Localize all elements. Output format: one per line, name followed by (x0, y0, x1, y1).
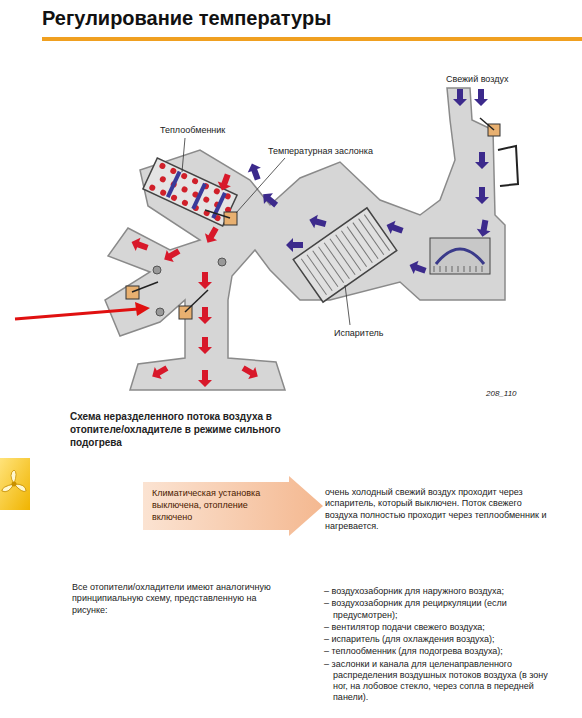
air-flow-arrows (129, 89, 492, 387)
arrow-banner: Климатическая установка выключена, отопл… (143, 476, 323, 536)
pivot (218, 258, 226, 266)
red-pointer (15, 302, 150, 319)
part-label: Свежий воздух (446, 74, 508, 85)
part-label: Испаритель (334, 328, 384, 339)
part-list: – воздухозаборник для наружного воздуха;… (324, 586, 562, 705)
defrost-flap (126, 282, 158, 299)
list-item: – испаритель (для охлаждения воздуха); (324, 634, 562, 645)
list-item: – воздухозаборник для наружного воздуха; (324, 586, 562, 597)
pivot (153, 266, 161, 274)
list-item: – теплообменник (для подогрева воздуха); (324, 646, 562, 657)
heat-exchanger (143, 158, 238, 226)
list-item: – заслонки и канала для целенаправленног… (324, 659, 562, 704)
part-label: Температурная заслонка (268, 146, 373, 157)
list-item: – вентилятор подачи свежего воздуха; (324, 622, 562, 633)
banner-text: Климатическая установка выключена, отопл… (152, 488, 280, 523)
fan-icon (0, 458, 30, 510)
fresh-air-flap (480, 118, 500, 136)
title-rule (42, 37, 582, 41)
pivot (156, 308, 164, 316)
description-text: очень холодный свежий воздух проходит че… (325, 487, 550, 532)
figure-caption: Схема неразделенного потока воздуха в от… (70, 410, 298, 449)
page-title: Регулирование температуры (42, 6, 331, 31)
leader-lines (182, 138, 350, 325)
figure-number: 208_110 (486, 389, 517, 399)
temperature-flap (205, 210, 237, 225)
part-label: Теплообменник (160, 125, 225, 136)
note-text: Все отопители/охладители имеют аналогичн… (72, 582, 277, 616)
list-item: – воздухозаборник для рециркуляции (если… (324, 598, 562, 621)
blower (430, 238, 490, 274)
recirc-inlet (498, 146, 518, 186)
air-duct-housing (105, 88, 505, 390)
